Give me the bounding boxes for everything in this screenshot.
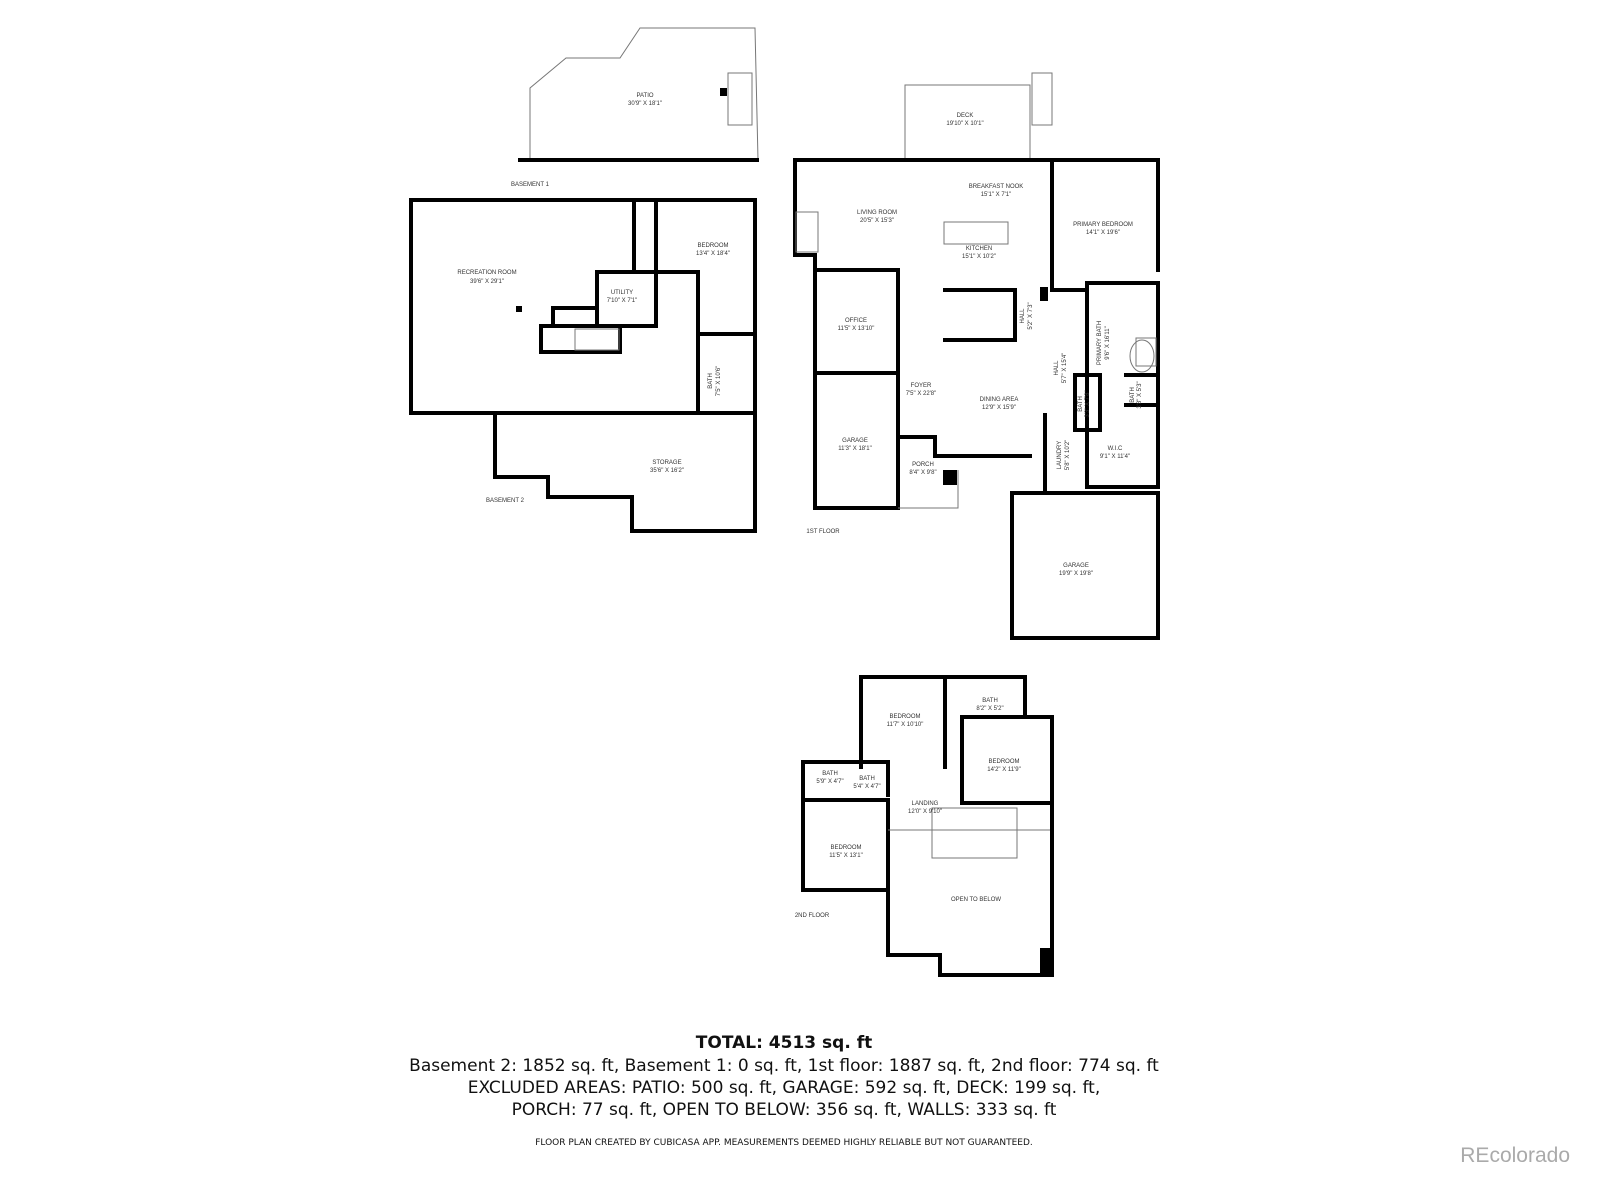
- bath2-upper-dim: 5'9" X 4'7": [816, 779, 843, 785]
- hall1-label: HALL: [1020, 308, 1026, 324]
- first-floor-plan: [793, 72, 1160, 640]
- landing-label: LANDING: [912, 801, 939, 807]
- primary-bedroom-dim: 14'1" X 19'6": [1086, 230, 1120, 236]
- primary-bedroom-label: PRIMARY BEDROOM: [1073, 222, 1133, 228]
- bath1-label: BATH: [1078, 396, 1084, 412]
- excluded-areas: EXCLUDED AREAS: PATIO: 500 sq. ft, GARAG…: [467, 1078, 1101, 1098]
- basement-plan: [409, 27, 759, 533]
- open-to-below-label: OPEN TO BELOW: [951, 897, 1001, 903]
- bedroom1-label: BEDROOM: [889, 714, 920, 720]
- second-floor-label: 2ND FLOOR: [795, 913, 830, 919]
- landing-dim: 12'0" X 9'10": [908, 809, 942, 815]
- basement1-label: BASEMENT 1: [511, 182, 550, 188]
- utility-label: UTILITY: [611, 290, 633, 296]
- deck-dim: 19'10" X 10'1": [946, 121, 983, 127]
- hall2-dim: 5'7" X 15'4": [1062, 353, 1068, 384]
- office-label: OFFICE: [845, 318, 867, 324]
- dining-dim: 12'9" X 15'9": [982, 405, 1016, 411]
- floor-areas: Basement 2: 1852 sq. ft, Basement 1: 0 s…: [409, 1056, 1159, 1076]
- bath-label: BATH: [708, 373, 714, 389]
- patio-stairs: [727, 72, 753, 126]
- bedroom2-dim: 14'2" X 11'9": [987, 767, 1020, 773]
- disclaimer: FLOOR PLAN CREATED BY CUBICASA APP. MEAS…: [535, 1138, 1033, 1148]
- bath-upper-dim: 8'2" X 5'2": [976, 706, 1003, 712]
- breakfast-label: BREAKFAST NOOK: [969, 184, 1024, 190]
- garage1-label: GARAGE: [842, 438, 868, 444]
- bedroom-label: BEDROOM: [697, 243, 728, 249]
- primary-bath-label: PRIMARY BATH: [1097, 321, 1103, 365]
- breakfast-dim: 15'1" X 7'1": [981, 192, 1012, 198]
- bath1-dim: 3'3" X 7'8": [1085, 390, 1091, 417]
- garage1-dim: 11'3" X 18'1": [838, 446, 871, 452]
- storage-label: STORAGE: [652, 460, 681, 466]
- storage-dim: 35'6" X 16'2": [650, 468, 684, 474]
- garage2-dim: 19'9" X 19'8": [1059, 571, 1093, 577]
- hall1-dim: 5'2" X 7'3": [1028, 302, 1034, 329]
- bath3-upper-label: BATH: [859, 776, 875, 782]
- utility-dim: 7'10" X 7'1": [607, 298, 638, 304]
- bath-upper-label: BATH: [982, 698, 998, 704]
- bath2-dim: 3'8" X 5'3": [1137, 381, 1143, 408]
- garage2-label: GARAGE: [1063, 563, 1089, 569]
- bedroom3-dim: 11'5" X 13'1": [829, 853, 862, 859]
- brand-watermark: REcolorado: [1460, 1144, 1570, 1167]
- bedroom3-label: BEDROOM: [830, 845, 861, 851]
- recreation-label: RECREATION ROOM: [457, 270, 516, 276]
- laundry-dim: 5'8" X 10'2": [1065, 440, 1071, 471]
- primary-bath-dim: 9'6" X 16'11": [1105, 326, 1111, 359]
- bedroom1-dim: 11'7" X 10'10": [887, 722, 924, 728]
- patio-dim: 30'9" X 18'1": [628, 101, 662, 107]
- bath2-label: BATH: [1130, 387, 1136, 403]
- foyer-dim: 7'5" X 22'8": [906, 391, 937, 397]
- laundry-label: LAUNDRY: [1057, 441, 1063, 470]
- bedroom-dim: 13'4" X 18'4": [696, 251, 730, 257]
- kitchen-dim: 15'1" X 10'2": [962, 254, 996, 260]
- bath3-upper-dim: 5'4" X 4'7": [853, 784, 880, 790]
- first-floor-label: 1ST FLOOR: [806, 529, 840, 535]
- basement2-label: BASEMENT 2: [486, 498, 525, 504]
- dining-label: DINING AREA: [980, 397, 1019, 403]
- office-dim: 11'5" X 13'10": [838, 326, 875, 332]
- hall2-label: HALL: [1054, 360, 1060, 376]
- room-labels: PATIO 30'9" X 18'1" BASEMENT 1 RECREATIO…: [457, 93, 1143, 919]
- wic-label: W.I.C: [1108, 446, 1123, 452]
- wic-dim: 9'1" X 11'4": [1100, 454, 1130, 460]
- porch-label: PORCH: [912, 462, 934, 468]
- living-dim: 20'5" X 15'3": [860, 218, 894, 224]
- patio-label: PATIO: [636, 93, 653, 99]
- bedroom2-label: BEDROOM: [988, 759, 1019, 765]
- foyer-label: FOYER: [911, 383, 932, 389]
- kitchen-label: KITCHEN: [966, 246, 992, 252]
- deck-label: DECK: [957, 113, 974, 119]
- excluded-areas-cont: PORCH: 77 sq. ft, OPEN TO BELOW: 356 sq.…: [511, 1100, 1057, 1120]
- recreation-dim: 39'6" X 29'1": [470, 279, 504, 285]
- bath-dim: 7'5" X 10'6": [716, 366, 722, 397]
- second-floor-plan: [801, 675, 1054, 977]
- living-label: LIVING ROOM: [857, 210, 897, 216]
- total-area: TOTAL: 4513 sq. ft: [695, 1033, 873, 1053]
- porch-dim: 8'4" X 9'8": [909, 470, 936, 476]
- bath2-upper-label: BATH: [822, 771, 838, 777]
